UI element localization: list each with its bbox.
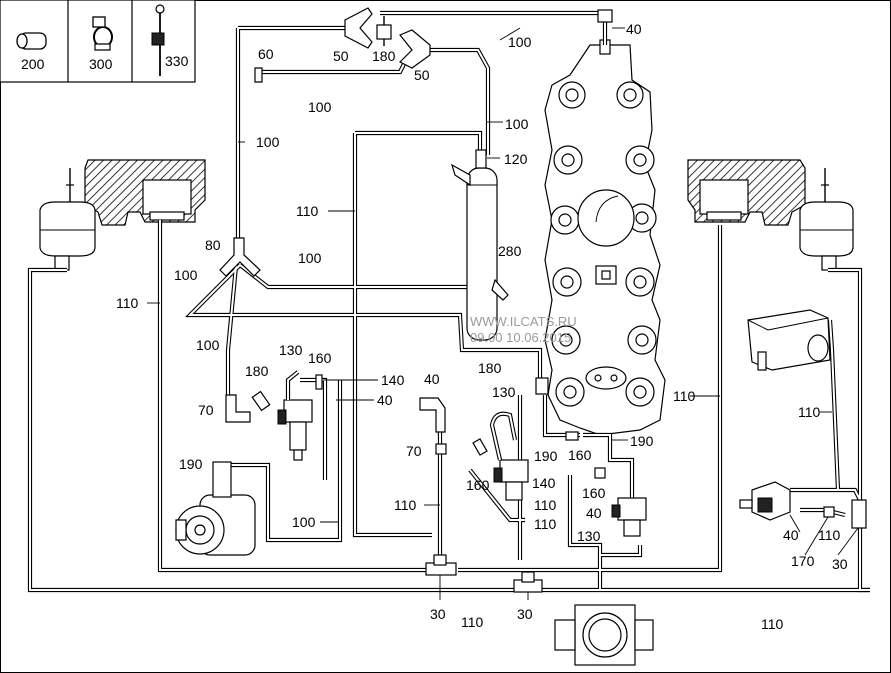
- callout-70-a: 70: [198, 402, 214, 418]
- left-engine-mount: [84, 159, 206, 226]
- solenoid-valve-right: [594, 467, 647, 537]
- tee-connector-30-a: [425, 554, 457, 576]
- callout-130-c: 130: [577, 528, 601, 544]
- callout-100-e: 100: [174, 267, 198, 283]
- callout-70-b: 70: [406, 443, 422, 459]
- hose-clamp-icon: [92, 16, 113, 51]
- cable-tie-icon: [151, 4, 165, 76]
- check-valve-110-right: [823, 506, 835, 518]
- callout-140-a: 140: [381, 372, 405, 388]
- watermark-site: WWW.ILCATS.RU: [470, 314, 577, 329]
- vacuum-reservoir-280: [451, 149, 509, 341]
- fitting-40-center: [419, 397, 446, 433]
- callout-160-a: 160: [308, 350, 332, 366]
- callout-60: 60: [258, 46, 274, 62]
- check-valve-180-left: [251, 390, 271, 412]
- throttle-body: [554, 604, 654, 666]
- callout-40-b: 40: [424, 371, 440, 387]
- purge-valve-right: [739, 481, 791, 521]
- callout-160-d: 160: [582, 485, 606, 501]
- check-valve-50-b: [398, 29, 431, 69]
- left-mount-actuator: [39, 168, 96, 271]
- check-valve-50-a: [344, 7, 373, 49]
- callout-110-c: 110: [534, 497, 557, 513]
- legend-label-300: 300: [89, 56, 113, 72]
- callout-180-a: 180: [245, 363, 269, 379]
- callout-30-r: 30: [832, 556, 848, 572]
- callout-180-b: 180: [478, 360, 502, 376]
- callout-110-r3: 110: [818, 527, 841, 543]
- intake-manifold: [544, 39, 666, 436]
- callout-110-right: 110: [673, 388, 696, 404]
- check-valve-70-center: [435, 443, 447, 455]
- tee-connector-30-right: [851, 499, 867, 529]
- callout-100-left: 100: [256, 134, 280, 150]
- check-valve-180-top: [376, 16, 392, 46]
- callout-40-c: 40: [586, 505, 602, 521]
- callout-100-b: 100: [308, 99, 332, 115]
- right-mount-actuator: [799, 168, 854, 271]
- callout-180-top: 180: [372, 48, 396, 64]
- tee-connector-30-b: [513, 571, 543, 593]
- callout-110-r2: 110: [798, 404, 821, 420]
- watermark-date: 09.00 10.06.2015: [470, 330, 571, 345]
- right-engine-mount: [687, 159, 806, 226]
- callout-100-c: 100: [505, 116, 529, 132]
- callout-190-c: 190: [630, 433, 654, 449]
- callout-100-f: 100: [196, 337, 220, 353]
- callout-40-r: 40: [783, 527, 799, 543]
- pipe-end-60: [254, 67, 263, 83]
- callout-130-b: 130: [492, 384, 516, 400]
- callout-40-a: 40: [377, 392, 393, 408]
- callout-30-b: 30: [517, 606, 533, 622]
- legend-label-330: 330: [165, 53, 189, 69]
- callout-30-a: 30: [430, 606, 446, 622]
- callout-110-d: 110: [534, 516, 557, 532]
- callout-190-b: 190: [534, 448, 558, 464]
- fuel-vapor-canister: [747, 309, 831, 371]
- callout-80: 80: [205, 237, 221, 253]
- tee-connector-80: [219, 237, 261, 277]
- check-valve-180-center: [535, 377, 549, 395]
- legend-label-200: 200: [21, 56, 45, 72]
- callout-labels: 40 100 50 180 50 60 100 100 120 100 110 …: [116, 21, 848, 632]
- callout-50-a: 50: [333, 48, 349, 64]
- tee-connector-40-top: [597, 9, 613, 23]
- callout-100-g: 100: [292, 514, 316, 530]
- legend-box: 200 300 330: [0, 0, 196, 83]
- check-valve-160-center: [565, 431, 579, 441]
- callout-280: 280: [498, 243, 522, 259]
- callout-110-mid: 110: [296, 203, 319, 219]
- callout-110-bot: 110: [461, 614, 484, 630]
- callout-110-left: 110: [116, 295, 139, 311]
- vacuum-pump: [175, 461, 256, 556]
- callout-170: 170: [791, 553, 815, 569]
- callout-140-b: 140: [532, 475, 556, 491]
- callout-100-top: 100: [508, 34, 532, 50]
- solenoid-valve-center: [472, 411, 529, 501]
- callout-160-b: 160: [466, 477, 490, 493]
- callout-190-a: 190: [179, 456, 203, 472]
- fitting-70-left: [225, 394, 251, 423]
- callout-160-c: 160: [568, 447, 592, 463]
- callout-110-bot2: 110: [761, 616, 784, 632]
- callout-120: 120: [504, 151, 528, 167]
- leader-lines: [147, 27, 859, 600]
- callout-40-top: 40: [626, 21, 642, 37]
- hose-sleeve-icon: [16, 32, 47, 50]
- callout-110-b: 110: [394, 497, 417, 513]
- callout-130-a: 130: [279, 342, 303, 358]
- solenoid-valve-left: [277, 370, 323, 461]
- callout-50-b: 50: [414, 67, 430, 83]
- callout-100-d: 100: [298, 250, 322, 266]
